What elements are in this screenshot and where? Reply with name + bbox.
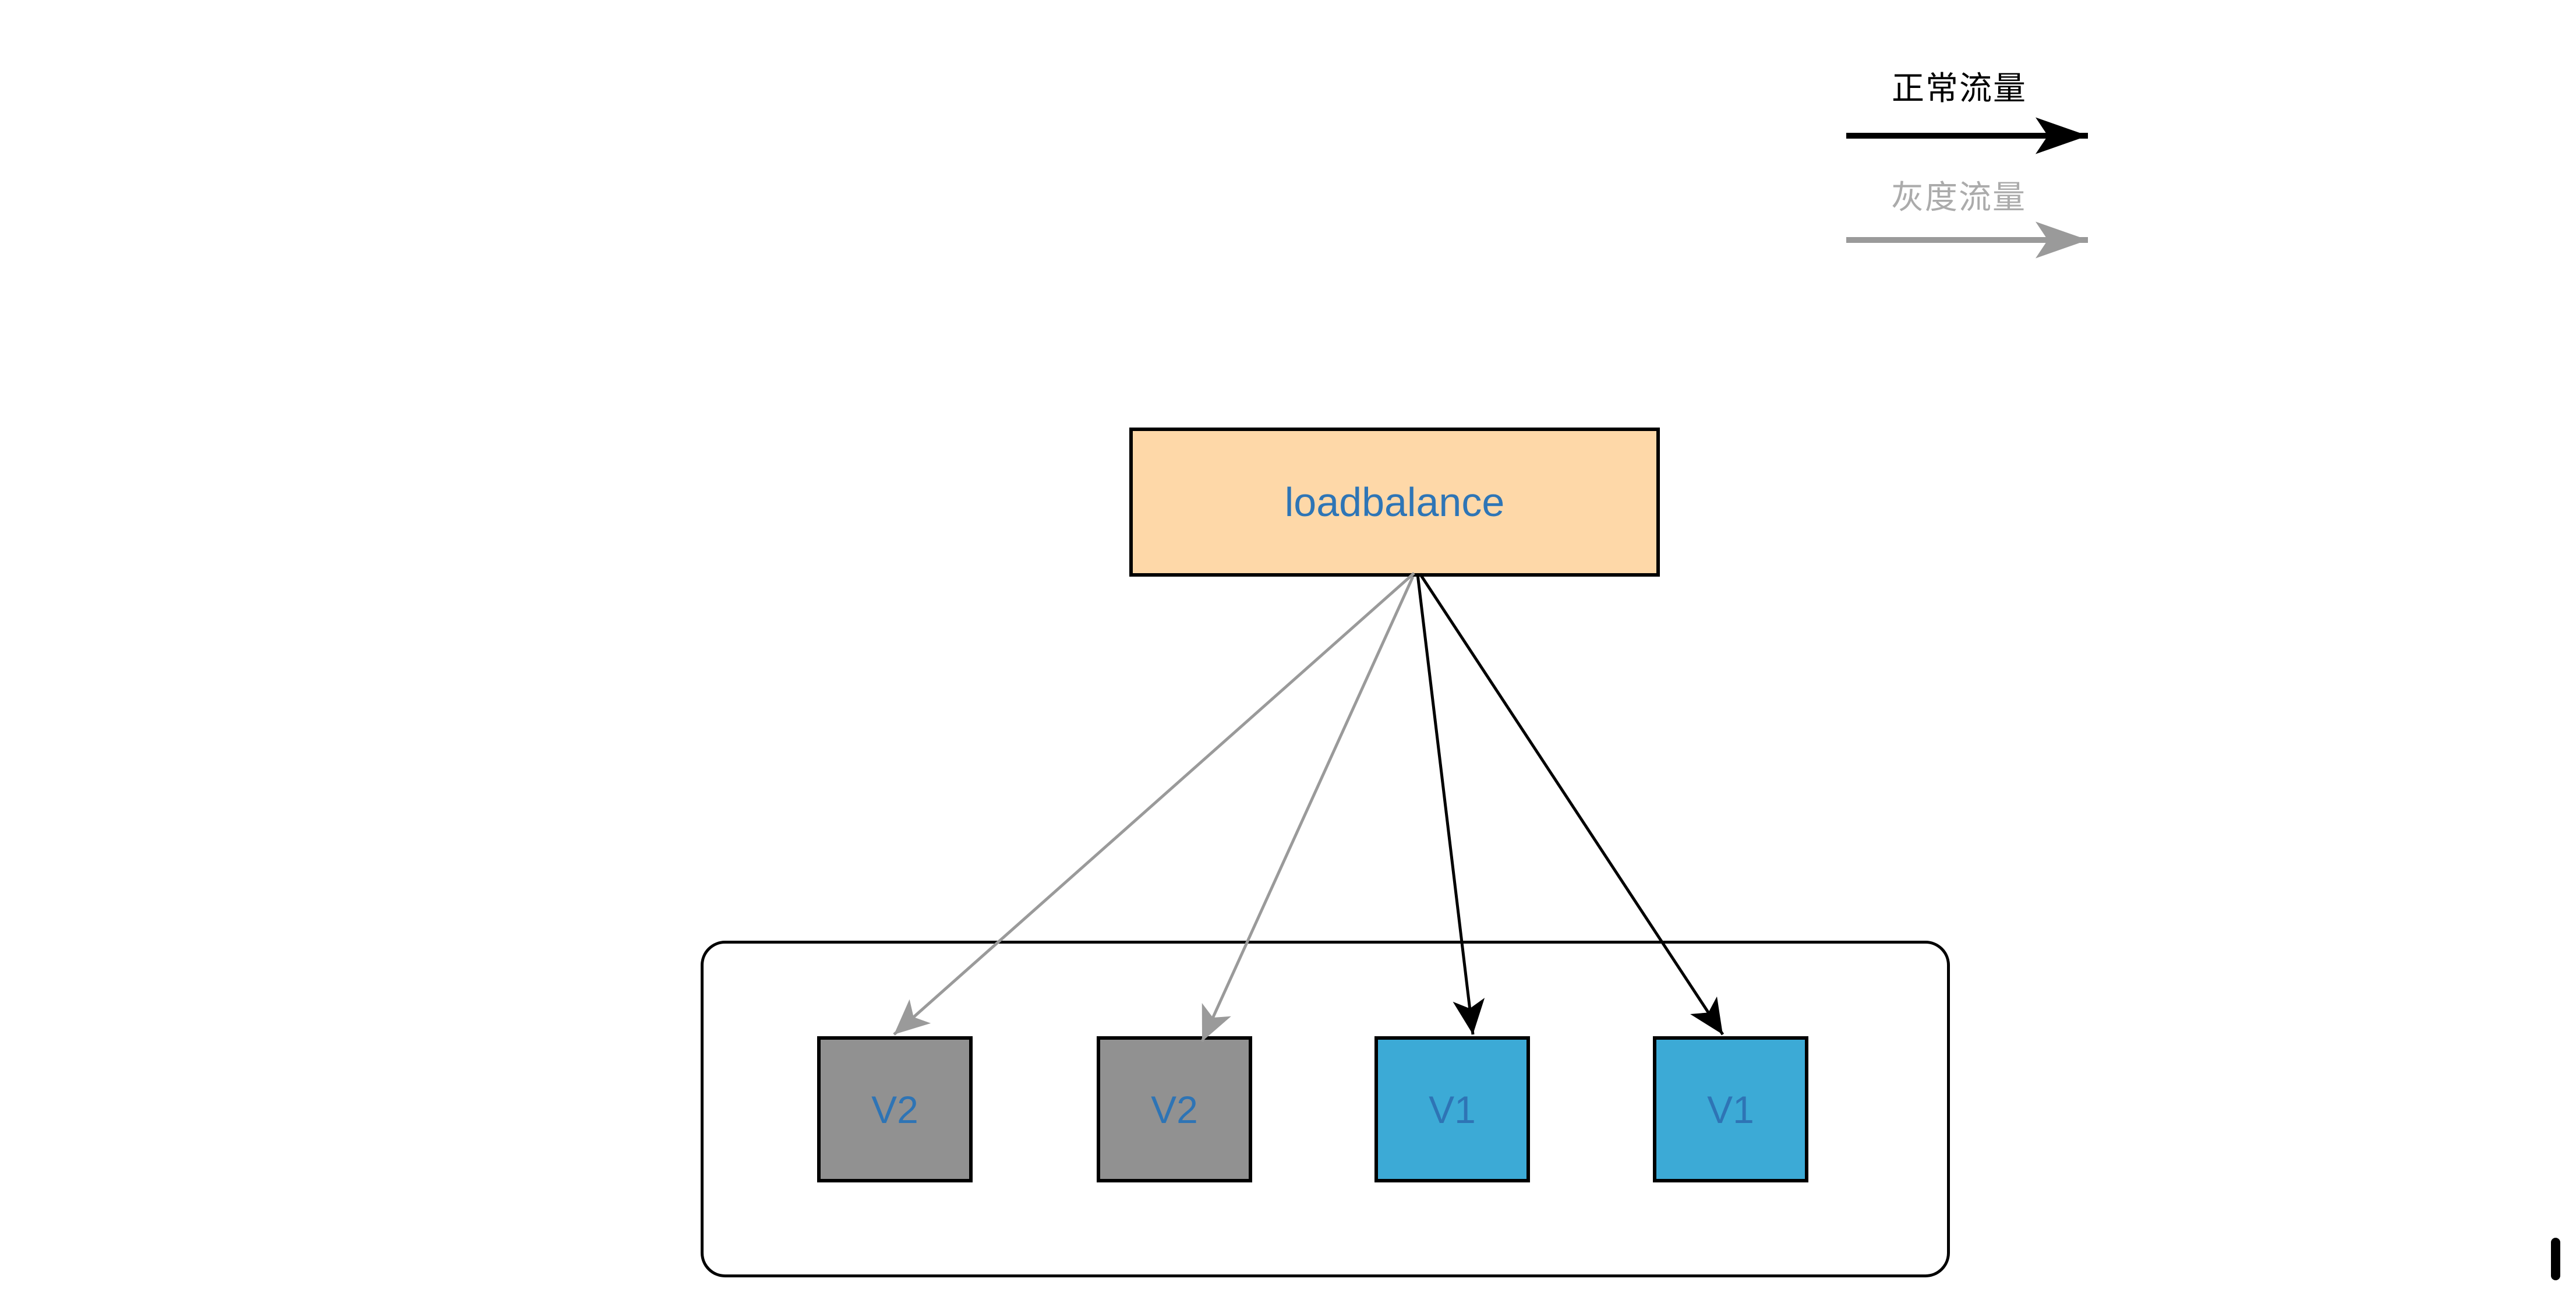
node-v1-2-label: V1: [1707, 1087, 1754, 1131]
text-caret-artifact: [2551, 1238, 2560, 1280]
node-v1-1-label: V1: [1429, 1087, 1476, 1131]
node-v2-2: V2: [1097, 1036, 1252, 1182]
loadbalancer-node: loadbalance: [1129, 428, 1660, 577]
node-v1-1: V1: [1374, 1036, 1530, 1182]
node-v2-1-label: V2: [871, 1087, 918, 1131]
node-v1-2: V1: [1653, 1036, 1808, 1182]
legend-label-gray-traffic: 灰度流量: [1891, 179, 2026, 216]
loadbalancer-label: loadbalance: [1284, 479, 1505, 525]
legend-label-normal-traffic: 正常流量: [1892, 70, 2027, 107]
node-v2-2-label: V2: [1151, 1087, 1198, 1131]
node-v2-1: V2: [817, 1036, 973, 1182]
